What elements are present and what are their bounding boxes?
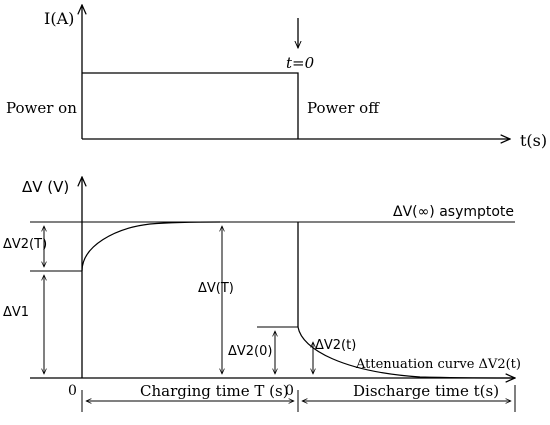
charging-time-label: Charging time T (s) [140, 382, 289, 400]
charging-curve [81, 221, 221, 272]
dv1-label: ΔV1 [3, 305, 29, 320]
voltage-y-axis-label: ΔV (V) [22, 178, 69, 196]
origin-left-label: 0 [68, 383, 77, 399]
dvT-label: ΔV(T) [198, 281, 234, 296]
time-x-axis-label: t(s) [520, 131, 547, 150]
attenuation-curve-label: Attenuation curve ΔV2(t) [355, 357, 521, 372]
attenuation-curve [297, 326, 516, 379]
current-plot: I(A) t=0 Power on Power off t(s) [6, 5, 547, 150]
dv2_0-label: ΔV2(0) [228, 344, 272, 359]
dv2t-label: ΔV2(t) [315, 338, 356, 353]
t0-label: t=0 [286, 54, 315, 72]
power-on-label: Power on [6, 99, 77, 117]
dv2T-label: ΔV2(T) [3, 237, 47, 252]
voltage-plot: ΔV (V) ΔV(∞) asymptote ΔV2(T) ΔV1 ΔV(T) … [3, 177, 521, 412]
current-pulse [82, 72, 299, 139]
discharge-time-label: Discharge time t(s) [353, 382, 499, 400]
origin-right-label: 0 [285, 383, 294, 399]
asymptote-label: ΔV(∞) asymptote [393, 204, 514, 220]
current-y-axis-label: I(A) [44, 9, 74, 28]
power-off-label: Power off [307, 99, 380, 117]
